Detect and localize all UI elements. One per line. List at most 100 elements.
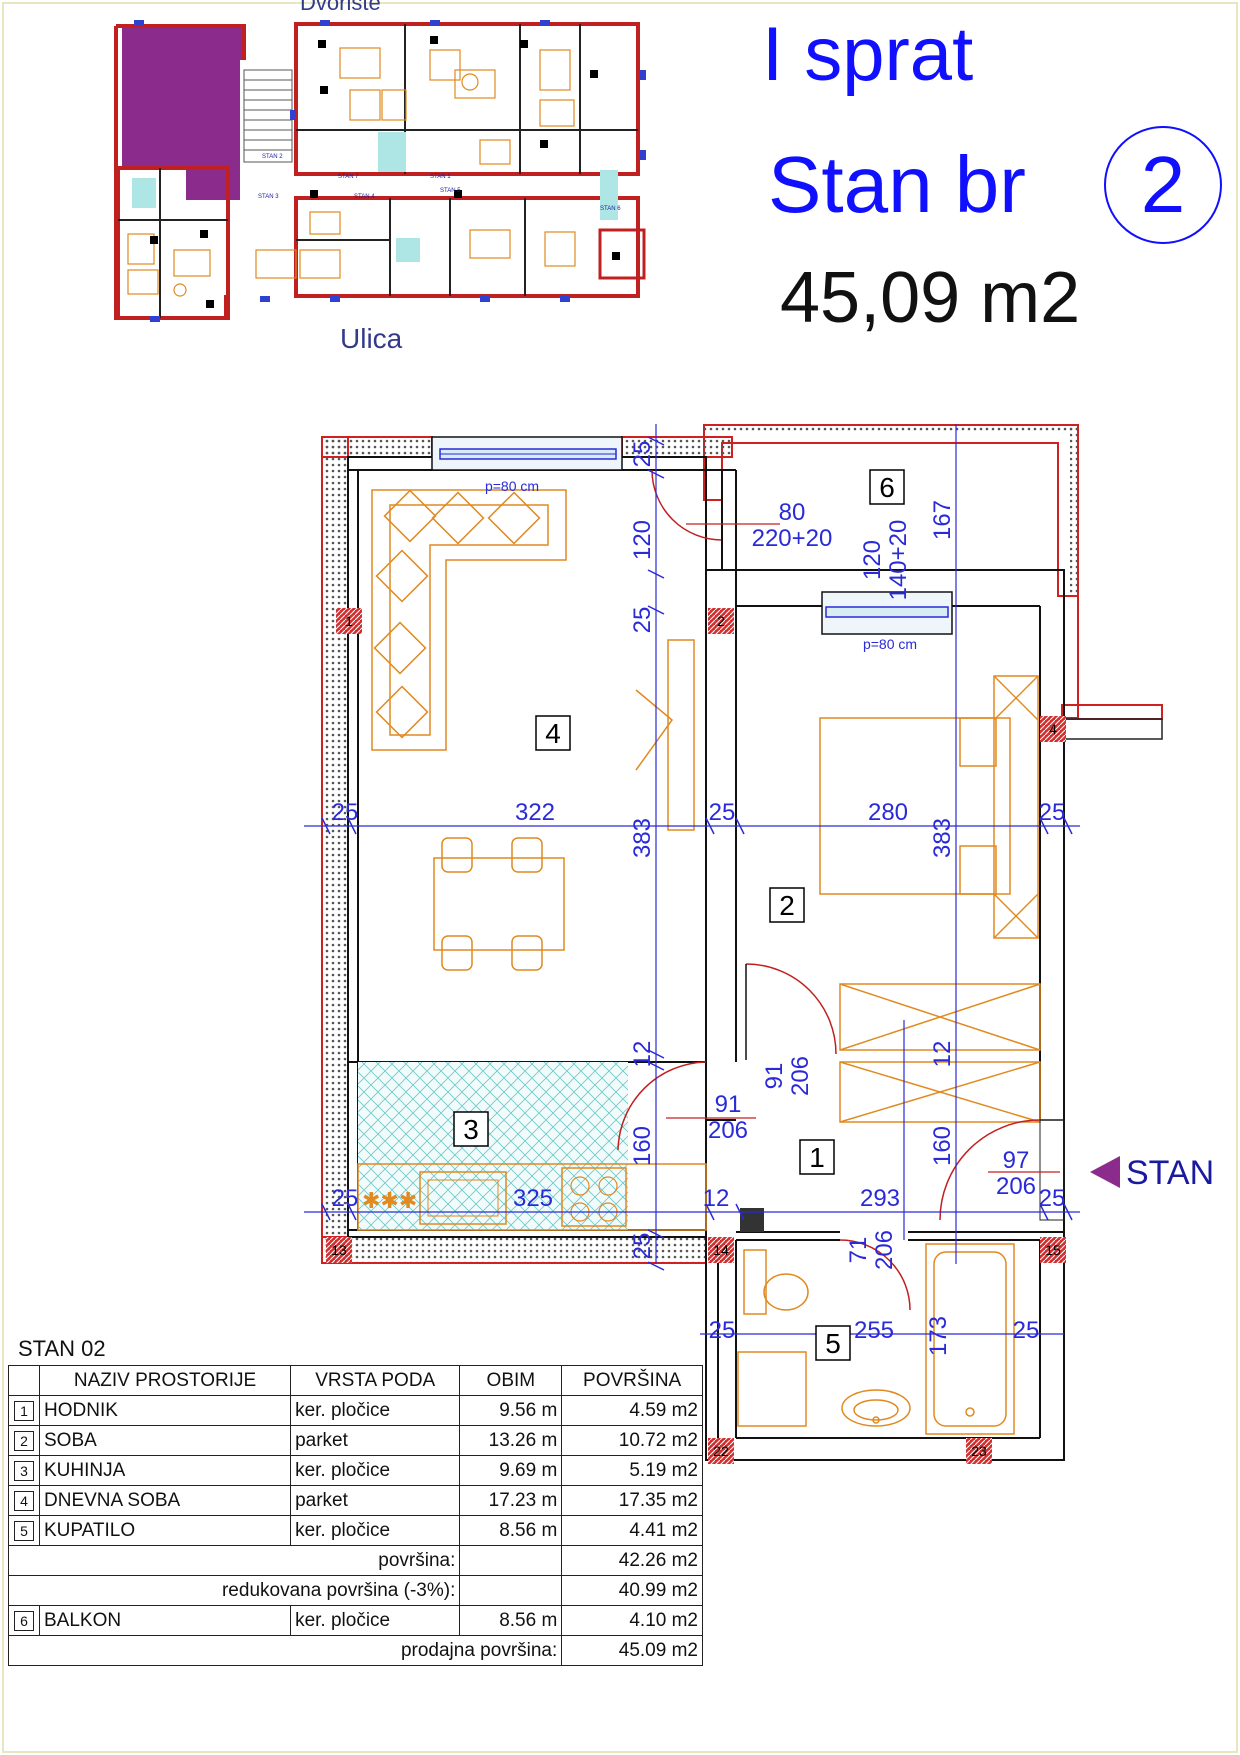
svg-text:3: 3 [463,1114,479,1145]
svg-text:25: 25 [332,799,359,826]
table-reduced-row: redukovana površina (-3%): 40.99 m2 [7,1575,703,1606]
svg-text:173: 173 [925,1316,952,1356]
col-header-perimeter: OBIM [459,1365,563,1396]
svg-text:25: 25 [629,607,656,634]
dining-table [433,837,565,971]
sofa [371,489,567,751]
table-row: 1 HODNIK ker. pločice 9.56 m 4.59 m2 [8,1395,703,1426]
table-row-balcony: 6 BALKON ker. pločice 8.56 m 4.10 m2 [8,1605,703,1636]
svg-text:160: 160 [929,1126,956,1166]
key-plan-top-label: Dvoriste [300,0,381,15]
svg-text:12: 12 [629,1041,656,1068]
svg-text:p=80 cm: p=80 cm [863,636,917,652]
svg-text:25: 25 [629,1233,656,1260]
svg-text:220+20: 220+20 [752,525,833,552]
svg-text:STAN 5: STAN 5 [440,188,461,194]
svg-text:25: 25 [1039,799,1066,826]
svg-text:167: 167 [929,500,956,540]
table-sales-row: prodajna površina: 45.09 m2 [7,1635,703,1666]
table-row: 5 KUPATILO ker. pločice 8.56 m 4.41 m2 [8,1515,703,1546]
table-caption: STAN 02 [18,1336,106,1361]
svg-text:STAN 4: STAN 4 [354,194,375,200]
svg-text:206: 206 [996,1173,1036,1200]
table-header-row: NAZIV PROSTORIJE VRSTA PODA OBIM POVRŠIN… [8,1365,703,1396]
svg-text:22: 22 [713,1443,729,1459]
svg-text:STAN 3: STAN 3 [258,194,279,200]
room-labels: 1 2 3 4 5 6 [453,469,905,1361]
svg-text:71: 71 [845,1237,872,1264]
table-subtotal-row: površina: 42.26 m2 [7,1545,703,1576]
svg-text:97: 97 [1003,1147,1030,1174]
kitchen-tiles [358,1062,628,1230]
bed [819,675,1039,939]
svg-text:280: 280 [868,799,908,826]
apartment-label: Stan br [768,140,1026,229]
svg-text:25: 25 [709,799,736,826]
svg-text:STAN 7: STAN 7 [338,174,359,180]
highlighted-apartment [122,26,244,200]
svg-text:12: 12 [703,1185,730,1212]
svg-text:13: 13 [331,1242,347,1258]
svg-text:15: 15 [1045,1242,1061,1258]
entrance-arrow-icon [1090,1156,1120,1188]
bathroom-fixtures [737,1243,1015,1435]
svg-text:325: 325 [513,1185,553,1212]
svg-text:1: 1 [809,1142,825,1173]
svg-text:25: 25 [629,441,656,468]
svg-text:120: 120 [629,520,656,560]
table-row: 4 DNEVNA SOBA parket 17.23 m 17.35 m2 [8,1485,703,1516]
svg-text:206: 206 [871,1230,898,1270]
room-schedule-table: NAZIV PROSTORIJE VRSTA PODA OBIM POVRŠIN… [7,1365,703,1666]
table-row: 2 SOBA parket 13.26 m 10.72 m2 [8,1425,703,1456]
col-header-name: NAZIV PROSTORIJE [38,1365,292,1396]
svg-text:4: 4 [1049,721,1057,737]
svg-text:p=80 cm: p=80 cm [485,478,539,494]
svg-text:383: 383 [629,818,656,858]
svg-text:25: 25 [1039,1185,1066,1212]
col-header-floor: VRSTA PODA [290,1365,461,1396]
svg-text:14: 14 [713,1242,729,1258]
svg-text:2: 2 [717,613,725,629]
wardrobe [839,983,1041,1123]
wall-west [321,436,349,1264]
key-plan-street-label: Ulica [340,323,403,354]
svg-text:91: 91 [715,1091,742,1118]
svg-text:120: 120 [859,540,886,580]
svg-text:160: 160 [629,1126,656,1166]
svg-text:383: 383 [929,818,956,858]
table-row: 3 KUHINJA ker. pločice 9.69 m 5.19 m2 [8,1455,703,1486]
svg-text:91: 91 [761,1063,788,1090]
svg-text:255: 255 [854,1317,894,1344]
col-header-area: POVRŠINA [561,1365,703,1396]
svg-text:293: 293 [860,1185,900,1212]
main-plan: ✱✱✱ [304,424,1214,1464]
svg-text:80: 80 [779,499,806,526]
entrance-label: STAN [1126,1154,1214,1192]
svg-text:140+20: 140+20 [885,520,912,601]
svg-text:STAN 1: STAN 1 [430,174,451,180]
svg-text:2: 2 [779,890,795,921]
svg-text:322: 322 [515,799,555,826]
floor-title: I sprat [762,12,973,97]
svg-text:206: 206 [708,1117,748,1144]
svg-text:1: 1 [345,613,353,629]
svg-text:5: 5 [825,1328,841,1359]
svg-text:25: 25 [1013,1317,1040,1344]
kitchen-marks: ✱✱✱ [362,1188,417,1213]
svg-text:STAN 6: STAN 6 [600,206,621,212]
apartment-number-circle [1104,126,1222,244]
apartment-number: 2 [1141,140,1186,229]
svg-text:23: 23 [971,1443,987,1459]
svg-text:6: 6 [879,472,895,503]
svg-text:STAN 2: STAN 2 [262,154,283,160]
structural-columns: 1 2 4 13 14 15 22 23 [326,608,1066,1464]
key-plan: Ulica Dvoriste STAN 2 STAN 7 STAN 1 STAN… [114,0,648,354]
total-area: 45,09 m2 [780,258,1080,338]
svg-text:4: 4 [545,718,561,749]
svg-text:25: 25 [332,1185,359,1212]
svg-text:12: 12 [929,1041,956,1068]
svg-text:206: 206 [787,1056,814,1096]
svg-text:25: 25 [709,1317,736,1344]
